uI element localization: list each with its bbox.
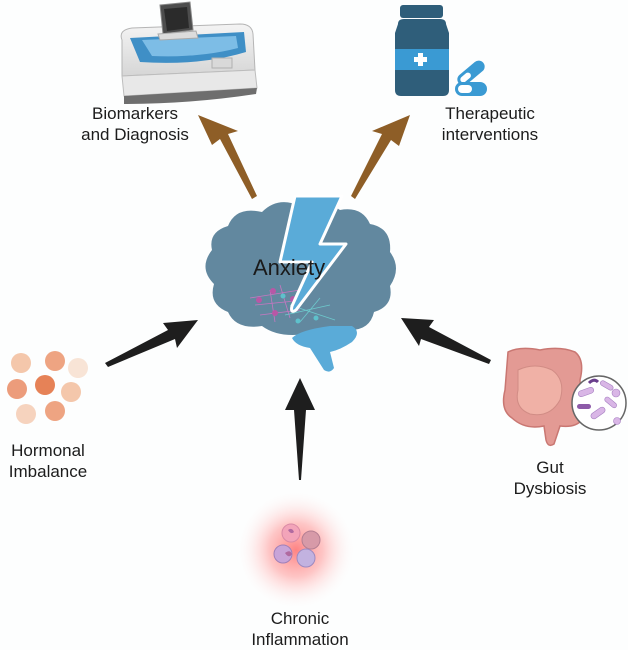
intestine-bacteria-icon — [502, 347, 627, 447]
gut-line1: Gut — [536, 458, 564, 477]
therapeutic-line1: Therapeutic — [445, 104, 535, 123]
brain-icon — [205, 194, 396, 372]
hormonal-line2: Imbalance — [8, 462, 88, 481]
anxiety-label: Anxiety — [253, 255, 326, 280]
hormone-cells-icon — [7, 351, 88, 424]
arrow-to-therapeutic — [351, 115, 410, 199]
inflammation-label: Chronic Inflammation — [230, 608, 370, 650]
gut-line2: Dysbiosis — [513, 479, 587, 498]
medicine-bottle-pills-icon — [395, 5, 487, 96]
arrow-to-biomarkers — [198, 115, 257, 199]
hormonal-label: Hormonal Imbalance — [0, 440, 96, 482]
lab-analyzer-icon — [120, 1, 258, 104]
inflammation-line2: Inflammation — [251, 630, 349, 649]
biomarkers-label: Biomarkers and Diagnosis — [60, 103, 210, 145]
hormonal-line1: Hormonal — [11, 441, 85, 460]
biomarkers-line2: and Diagnosis — [81, 125, 189, 144]
biomarkers-line1: Biomarkers — [92, 104, 178, 123]
therapeutic-label: Therapeutic interventions — [420, 103, 560, 145]
immune-cells-icon — [236, 490, 356, 610]
inflammation-line1: Chronic — [270, 609, 330, 628]
arrow-from-gut — [401, 318, 491, 364]
therapeutic-line2: interventions — [441, 125, 539, 144]
arrow-from-inflammation — [285, 378, 315, 480]
gut-label: Gut Dysbiosis — [500, 457, 600, 499]
arrow-from-hormonal — [105, 320, 198, 367]
